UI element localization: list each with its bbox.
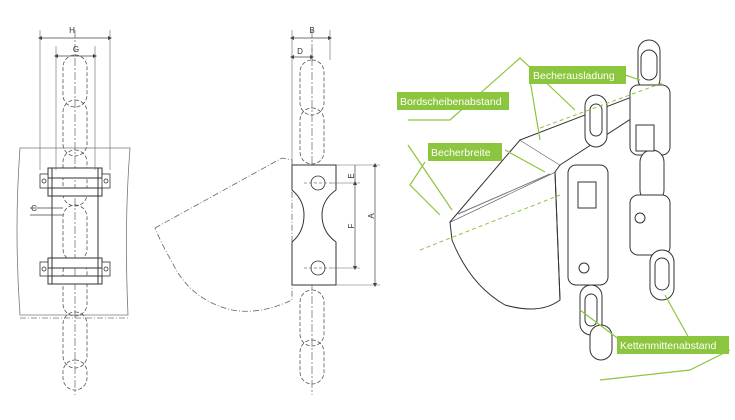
bucket-front-outline [16, 147, 131, 316]
isometric-view [419, 39, 675, 361]
label-box-bordscheibenabstand [397, 92, 509, 110]
dim-label-c: C [31, 204, 37, 213]
label-becherausladung: Becherausladung [533, 70, 615, 82]
label-box-kettenmittenabstand [617, 336, 729, 354]
label-kettenmittenabstand: Kettenmittenabstand [620, 340, 716, 352]
dim-label-f: F [347, 223, 356, 228]
label-becherbreite: Becherbreite [431, 147, 491, 159]
chain-strand-back [629, 39, 675, 301]
side-view [154, 30, 380, 395]
dim-label-h: H [69, 26, 75, 35]
label-box-becherausladung [529, 66, 626, 84]
bucket-side-profile [154, 157, 293, 312]
dim-label-d: D [297, 47, 303, 56]
front-view [16, 30, 131, 395]
dim-label-e: E [347, 173, 356, 178]
dim-label-b: B [309, 26, 314, 35]
front-bolts [39, 173, 111, 277]
dim-label-g: G [73, 45, 79, 54]
label-box-becherbreite [428, 143, 502, 161]
dim-label-a: A [367, 213, 376, 219]
label-bordscheibenabstand: Bordscheibenabstand [400, 96, 502, 108]
label-boxes [397, 66, 729, 354]
